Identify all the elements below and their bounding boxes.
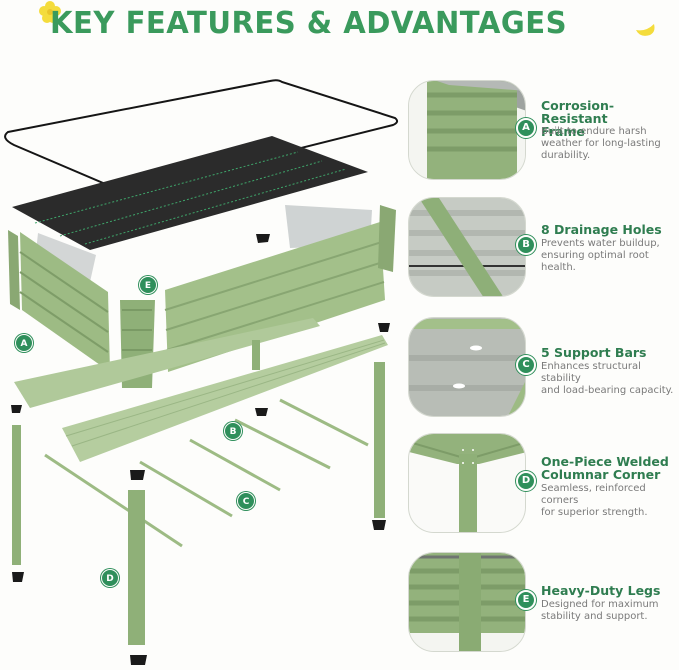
weed-barrier-fabric — [12, 136, 368, 250]
feature-title: 5 Support Bars — [541, 345, 647, 360]
bottom-panel-front — [62, 335, 388, 462]
feature-title: 8 Drainage Holes — [541, 222, 662, 237]
callout-e: E — [139, 276, 157, 294]
support-bar — [279, 398, 369, 447]
feature-badge-c: C — [516, 355, 536, 375]
lemon-icon — [636, 24, 655, 36]
header: KEY FEATURES & ADVANTAGES — [38, 0, 655, 50]
feature-card-a: A Corrosion-Resistant Frame Built to end… — [408, 80, 679, 190]
support-bar — [234, 418, 331, 470]
feature-badge-d: D — [516, 471, 536, 491]
leg — [374, 362, 385, 518]
callout-a: A — [15, 334, 33, 352]
feature-badge-e: E — [516, 590, 536, 610]
feature-badge-b: B — [516, 235, 536, 255]
side-panel-front — [165, 222, 385, 372]
feature-description: Built to endure harsh weather for long-l… — [541, 126, 661, 161]
feature-title: Heavy-Duty Legs — [541, 583, 661, 598]
feature-title: Corrosion-Resistant Frame — [541, 98, 615, 139]
feature-badge-a: A — [516, 118, 536, 138]
wire-frame — [4, 79, 399, 193]
feature-description: Designed for maximum stability and suppo… — [541, 599, 659, 622]
leg — [12, 425, 21, 565]
flower-icon — [39, 1, 61, 23]
feature-thumb-drainage — [408, 197, 526, 297]
feature-thumb-corner — [408, 433, 526, 533]
feature-card-e: E Heavy-Duty Legs Designed for maximum s… — [408, 552, 679, 662]
feature-thumb-frame — [408, 80, 526, 180]
support-bar — [44, 453, 183, 548]
feature-card-d: D One-Piece Welded Columnar Corner Seaml… — [408, 433, 679, 543]
page-title: KEY FEATURES & ADVANTAGES — [50, 6, 568, 41]
feature-card-c: C 5 Support Bars Enhances structural sta… — [408, 317, 679, 427]
callout-b: B — [224, 422, 242, 440]
feature-description: Seamless, reinforced corners for superio… — [541, 483, 648, 518]
exploded-assembly-illustration: A B C D E — [0, 60, 400, 670]
leg — [128, 490, 145, 645]
feature-title: One-Piece Welded Columnar Corner — [541, 454, 669, 482]
feature-description: Prevents water buildup, ensuring optimal… — [541, 238, 660, 273]
feature-card-b: B 8 Drainage Holes Prevents water buildu… — [408, 197, 679, 307]
raised-bed-diagram — [4, 79, 399, 665]
feature-description: Enhances structural stability and load-b… — [541, 361, 674, 396]
support-bar — [189, 438, 281, 492]
feature-thumb-support-bars — [408, 317, 526, 417]
leg — [252, 340, 260, 370]
bottom-panel-back — [14, 318, 320, 408]
callout-c: C — [237, 492, 255, 510]
feature-thumb-legs — [408, 552, 526, 652]
callout-d: D — [101, 569, 119, 587]
support-bar — [139, 460, 233, 518]
